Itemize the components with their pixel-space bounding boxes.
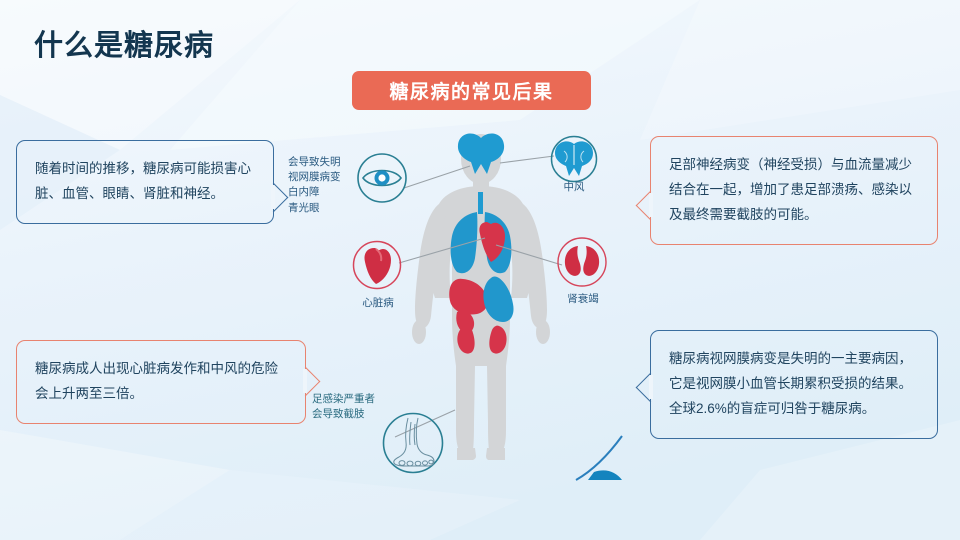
heart-icon <box>352 240 402 290</box>
tail-mask <box>649 375 653 399</box>
human-body-diagram <box>412 133 550 460</box>
decorative-swoosh <box>575 435 623 481</box>
foot-label: 足感染严重者 会导致截肢 <box>312 392 375 422</box>
brain-icon <box>550 135 598 183</box>
foot-label-line-2: 会导致截肢 <box>312 408 365 421</box>
eye-label-line-4: 青光眼 <box>288 201 320 214</box>
callout-bottom-left: 糖尿病成人出现心脏病发作和中风的危险会上升两至三倍。 <box>16 340 321 424</box>
trachea-organ <box>478 192 483 214</box>
page-title: 什么是糖尿病 <box>34 30 215 62</box>
tail-mask <box>649 193 653 217</box>
banner-label: 糖尿病的常见后果 <box>389 82 554 103</box>
eye-icon <box>357 153 407 203</box>
eye-label-line-2: 视网膜病变 <box>288 171 341 184</box>
foot-icon <box>382 412 444 474</box>
stomach-organ <box>483 276 514 322</box>
tail-mask <box>271 185 275 209</box>
eye-label-line-3: 白内障 <box>288 186 320 199</box>
callout-top-left: 随着时间的推移，糖尿病可能损害心脏、血管、眼睛、肾脏和神经。 <box>16 140 289 224</box>
liver-organ <box>449 278 488 333</box>
callout-top-right: 足部神经病变（神经受损）与血流量减少结合在一起，增加了患足部溃疡、感染以及最终需… <box>635 136 938 245</box>
brain-organ <box>457 133 505 174</box>
kidneys-organ <box>457 325 507 354</box>
eye-label-line-1: 会导致失明 <box>288 156 341 168</box>
section-banner: 糖尿病的常见后果 <box>352 71 591 110</box>
heart-label: 心脏病 <box>362 297 394 309</box>
kidney-icon <box>557 237 607 287</box>
eye-label: 会导致失明 视网膜病变 白内障 青光眼 <box>288 155 341 216</box>
callout-bottom-right-text: 糖尿病视网膜病变是失明的一主要病因，它是视网膜小血管长期累积受损的结果。全球2.… <box>669 351 912 416</box>
callout-bottom-left-text: 糖尿病成人出现心脏病发作和中风的危险会上升两至三倍。 <box>35 361 278 401</box>
brain-label: 中风 <box>563 181 585 193</box>
callout-top-left-text: 随着时间的推移，糖尿病可能损害心脏、血管、眼睛、肾脏和神经。 <box>35 161 251 201</box>
callout-bottom-right: 糖尿病视网膜病变是失明的一主要病因，它是视网膜小血管长期累积受损的结果。全球2.… <box>635 330 938 439</box>
tail-mask <box>303 369 307 393</box>
foot-label-line-1: 足感染严重者 <box>312 393 375 405</box>
kidney-label: 肾衰竭 <box>567 293 599 305</box>
callout-top-right-text: 足部神经病变（神经受损）与血流量减少结合在一起，增加了患足部溃疡、感染以及最终需… <box>669 157 912 222</box>
